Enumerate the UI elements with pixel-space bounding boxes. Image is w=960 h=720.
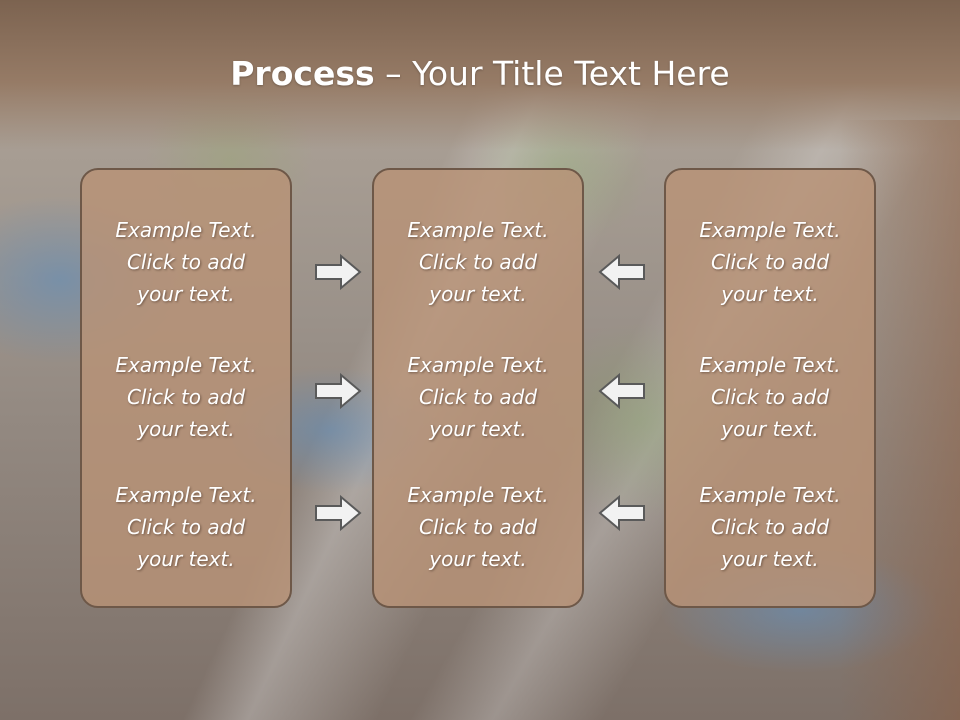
arrow-right-icon	[315, 494, 362, 532]
process-box-left[interactable]: Example Text. Click to add your text. Ex…	[80, 168, 292, 608]
text-placeholder[interactable]: Example Text. Click to add your text.	[115, 218, 257, 306]
arrow-left-icon	[598, 494, 645, 532]
text-placeholder[interactable]: Example Text. Click to add your text.	[407, 483, 549, 571]
text-placeholder[interactable]: Example Text. Click to add your text.	[699, 353, 841, 441]
arrow-left-icon	[598, 253, 645, 291]
title-bold: Process	[230, 54, 375, 93]
process-box-center[interactable]: Example Text. Click to add your text. Ex…	[372, 168, 584, 608]
text-placeholder[interactable]: Example Text. Click to add your text.	[699, 483, 841, 571]
arrow-left-icon	[598, 372, 645, 410]
text-placeholder[interactable]: Example Text. Click to add your text.	[407, 353, 549, 441]
arrow-right-icon	[315, 372, 362, 410]
text-placeholder[interactable]: Example Text. Click to add your text.	[407, 218, 549, 306]
process-box-right[interactable]: Example Text. Click to add your text. Ex…	[664, 168, 876, 608]
text-placeholder[interactable]: Example Text. Click to add your text.	[115, 353, 257, 441]
slide-title[interactable]: Process – Your Title Text Here	[0, 52, 960, 96]
title-rest: – Your Title Text Here	[374, 54, 730, 93]
arrow-right-icon	[315, 253, 362, 291]
text-placeholder[interactable]: Example Text. Click to add your text.	[115, 483, 257, 571]
text-placeholder[interactable]: Example Text. Click to add your text.	[699, 218, 841, 306]
title-bar	[0, 0, 960, 150]
